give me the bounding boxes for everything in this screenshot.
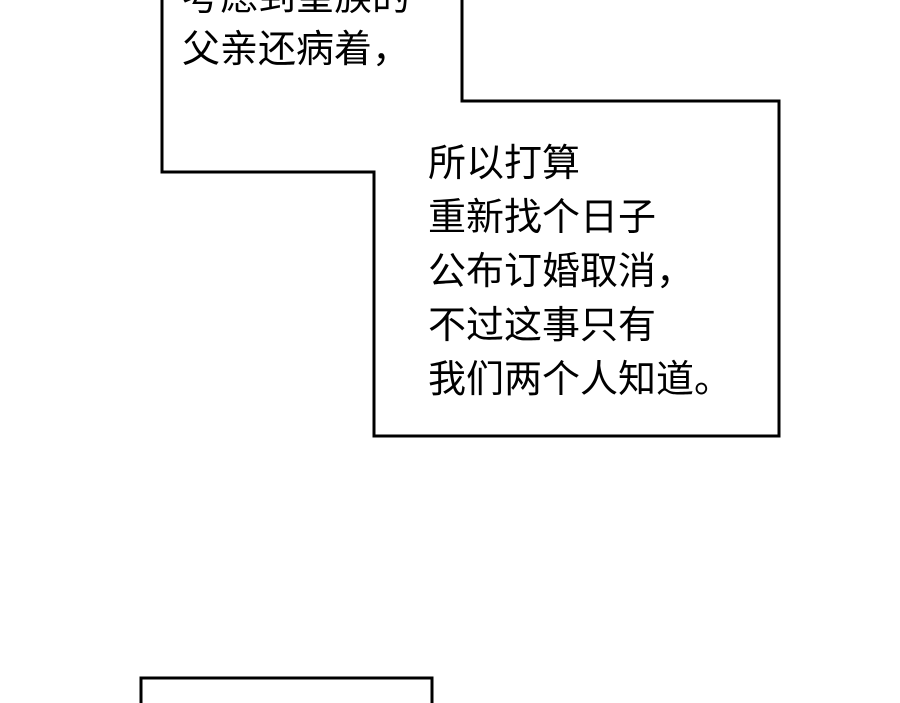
top-bubble-line-2: 父亲还病着， [182,27,411,71]
main-bubble-line-1: 所以打算 [428,141,581,185]
main-bubble-line-5: 我们两个人知道。 [428,357,733,401]
main-bubble-line-2: 重新找个日子 [428,195,657,239]
top-bubble-line-1: 考虑到皇族的 [182,0,410,16]
merged-speech-bubble-outline [160,0,781,438]
main-bubble-line-4: 不过这事只有 [428,303,657,347]
main-bubble-line-3: 公布订婚取消， [428,249,695,293]
bottom-speech-bubble-outline [139,676,434,703]
